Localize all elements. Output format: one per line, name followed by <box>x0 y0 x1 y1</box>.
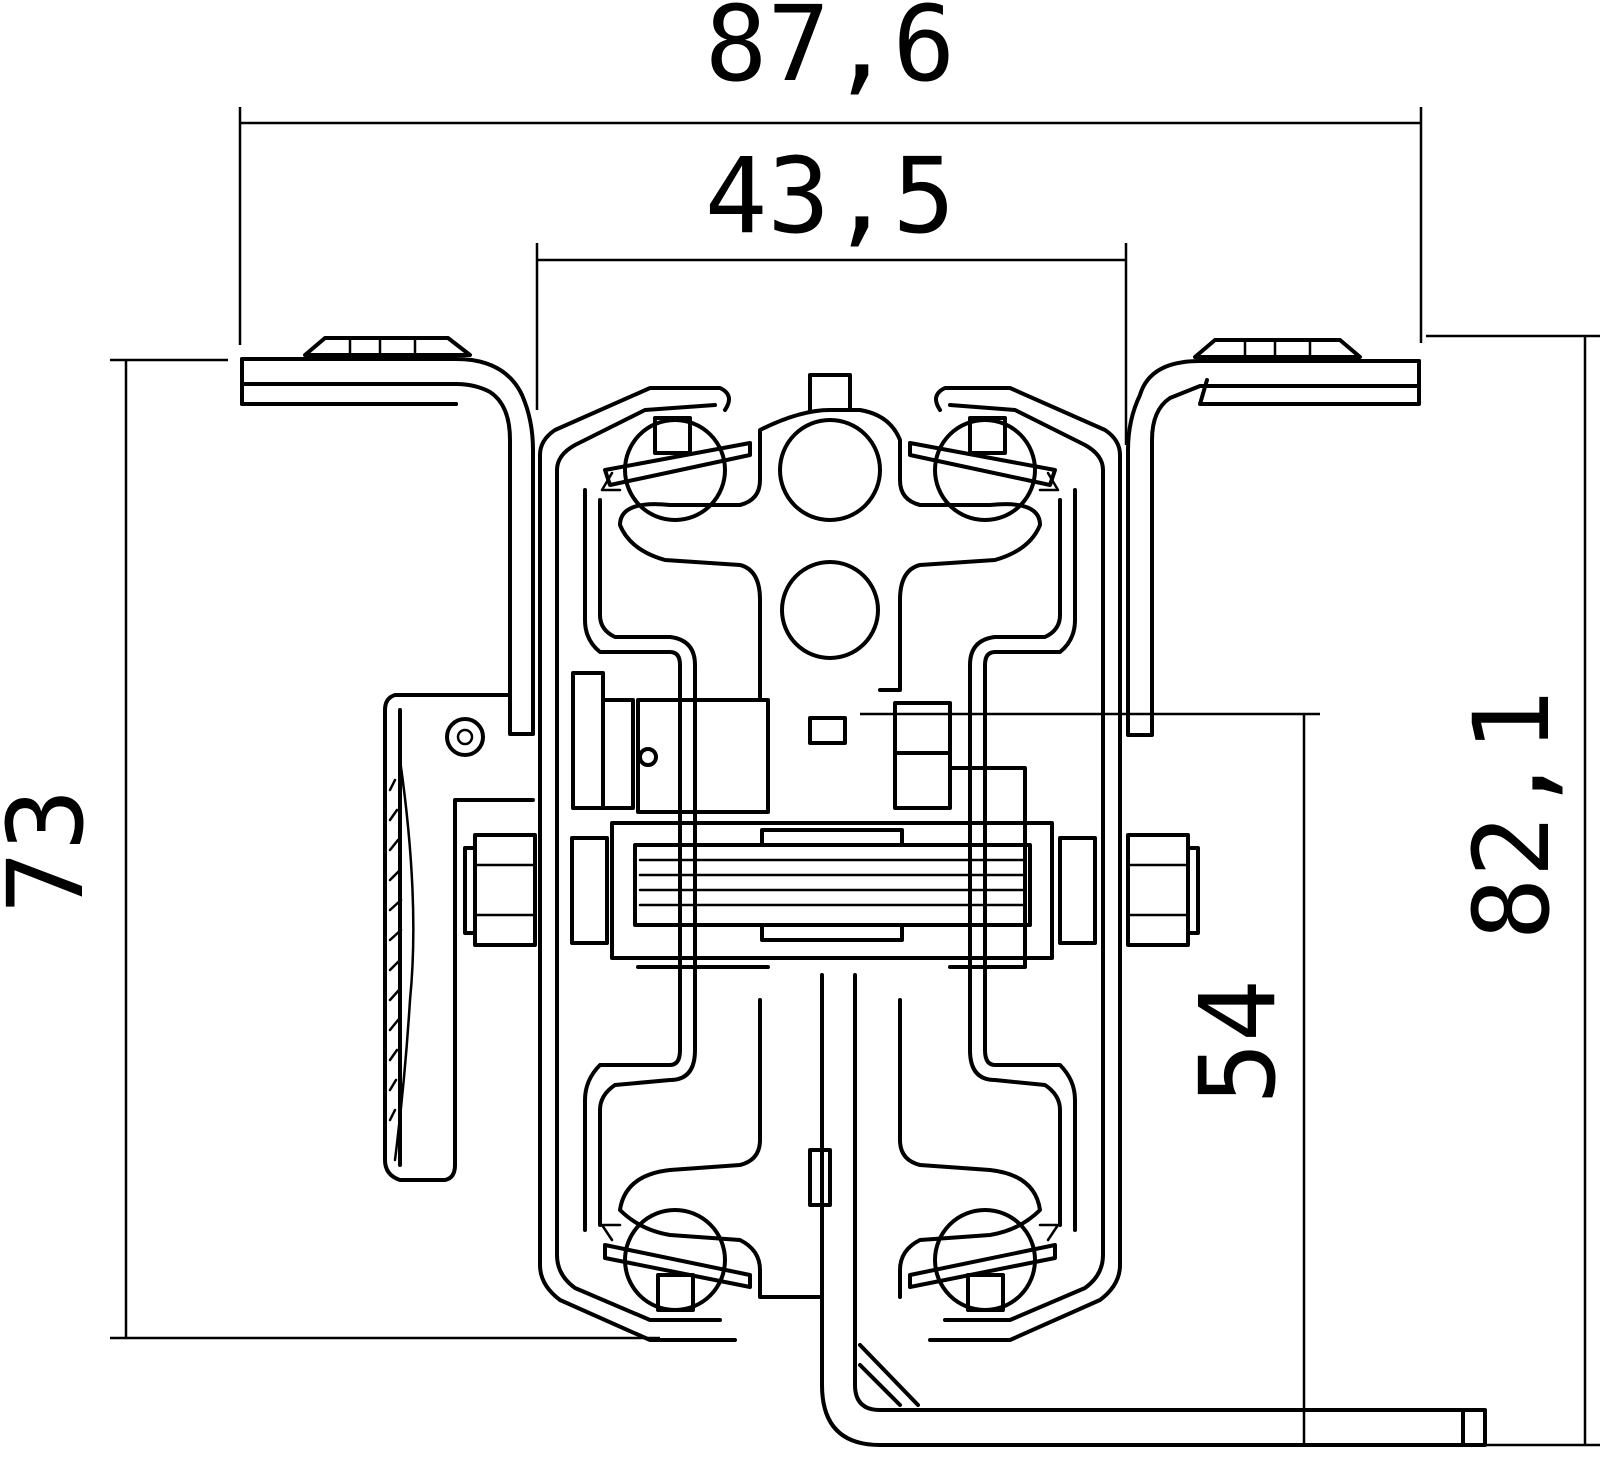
dimension-left-height: 73 <box>0 788 107 913</box>
inner-rail <box>583 373 1077 1299</box>
left-hex-nut <box>463 833 609 947</box>
dimension-inner-height: 54 <box>1177 979 1299 1104</box>
dimension-right-height: 82,1 <box>1451 690 1573 940</box>
dimension-lines <box>110 107 1600 1447</box>
outer-rail <box>538 386 1122 1342</box>
bearing-bottom-left <box>600 1208 752 1312</box>
locking-block <box>571 671 1027 969</box>
right-mounting-bracket <box>1126 338 1421 737</box>
bearing-top-right <box>908 416 1060 522</box>
ball-bearings <box>600 416 1060 1312</box>
left-mounting-bracket <box>240 336 535 736</box>
bearing-top-left <box>600 416 752 522</box>
axle-shaft <box>610 821 1054 960</box>
dimension-overall-width: 87,6 <box>705 0 955 105</box>
release-lever <box>383 693 535 1182</box>
bearing-bottom-right <box>908 1208 1060 1312</box>
dimension-texts: 87,6 43,5 73 82,1 54 <box>0 0 1573 1105</box>
dimension-inner-width: 43,5 <box>705 135 955 257</box>
drawer-bracket <box>808 973 1487 1447</box>
right-hex-nut <box>1058 833 1200 947</box>
